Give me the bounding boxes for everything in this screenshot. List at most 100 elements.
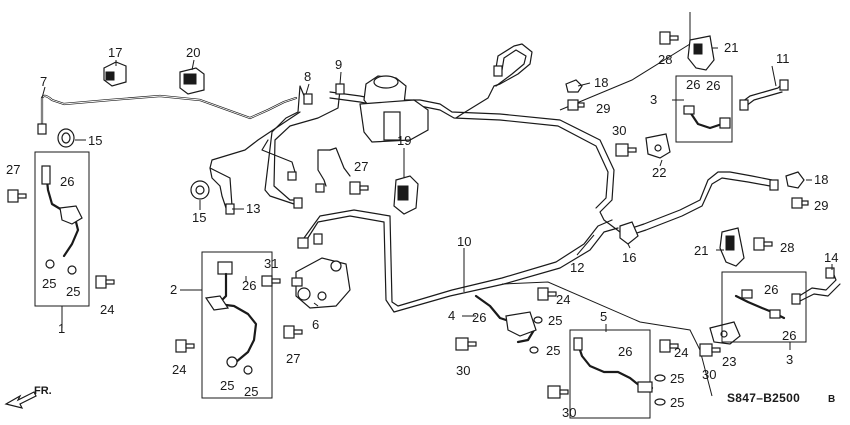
bracket-21-upper [687,35,715,71]
callout-26-c: 26 [472,310,486,325]
pipe-fittings [37,65,835,305]
bracket-23 [709,321,741,345]
callout-12: 12 [570,260,584,275]
bolt-30-b [455,337,477,351]
leader-lines [41,47,833,350]
callout-18-lower: 18 [814,172,828,187]
brake-pipe-upper [455,43,533,119]
callout-16: 16 [622,250,636,265]
callout-15-lower: 15 [192,210,206,225]
callout-6: 6 [312,317,319,332]
callout-19: 19 [397,133,411,148]
bolt-31 [261,275,281,287]
drawing-code-suffix: B [828,394,836,405]
callout-3-lower: 3 [786,352,793,367]
bolt-27-mid [283,325,303,339]
callout-14: 14 [824,250,838,265]
brake-pipe-11 [741,81,785,103]
callout-31: 31 [264,256,278,271]
brake-pipe-8 [264,85,306,207]
front-direction-label: FR. [34,385,52,397]
front-arrow-icon [4,391,37,409]
drawing-code: S847–B2500 [727,391,800,405]
bolt-30-a [615,143,637,157]
callout-23: 23 [722,354,736,369]
front-direction-indicator: FR. [4,385,52,409]
bracket-22 [645,133,671,159]
brake-pipe-7 [40,94,298,134]
callout-25-d: 25 [244,384,258,399]
bolt-30-c [547,385,569,399]
bolt-29-lower [791,197,809,209]
callout-26-a: 26 [60,174,74,189]
callout-26-f: 26 [706,78,720,93]
callout-25-c: 25 [220,378,234,393]
callout-26-b: 26 [242,278,256,293]
callout-20: 20 [186,45,200,60]
callout-28-upper: 28 [658,52,672,67]
parts [7,31,835,419]
grommet-15-upper [57,128,75,148]
callout-25-e: 25 [548,313,562,328]
callout-26-e: 26 [686,77,700,92]
callout-27-c: 27 [286,351,300,366]
callout-5: 5 [600,309,607,324]
bolt-24-d [659,339,679,353]
brake-pipe-13 [209,167,227,209]
proportioning-valve [291,257,351,309]
callout-11: 11 [776,51,790,66]
callout-13: 13 [246,201,260,216]
callout-7: 7 [40,74,47,89]
callout-26-h: 26 [782,328,796,343]
grommet-15-lower [190,180,210,200]
callout-9: 9 [335,57,342,72]
callout-24-b: 24 [172,362,186,377]
callout-24-d: 24 [674,345,688,360]
callout-26-g: 26 [764,282,778,297]
callout-15-upper: 15 [88,133,102,148]
clip-16 [619,221,639,245]
callout-21-lower: 21 [694,243,708,258]
callout-numbers: 1 2 3 3 4 5 6 7 8 9 10 11 12 13 14 15 15… [6,40,838,420]
clip-18-lower [785,171,805,189]
bracket-21-lower [719,227,745,267]
callout-17: 17 [108,45,122,60]
callout-2: 2 [170,282,177,297]
brake-hose-4 [474,294,543,354]
bolt-24-c [537,287,557,301]
callout-26-d: 26 [618,344,632,359]
callout-25-a: 25 [42,276,56,291]
bolt-27-upper [349,181,369,195]
callout-30-b: 30 [456,363,470,378]
callout-8: 8 [304,69,311,84]
brake-pipe-14 [795,269,837,299]
master-cylinder [359,75,429,143]
callout-27-a: 27 [6,162,20,177]
bolt-28-lower [753,237,773,251]
brake-pipe-bundle [209,111,301,207]
brake-pipe-10 [303,215,619,313]
callout-18-upper: 18 [594,75,608,90]
brake-pipe-9 [273,89,341,201]
brake-hose-1 [34,151,90,307]
callout-25-h: 25 [670,395,684,410]
callout-21-upper: 21 [724,40,738,55]
callout-29-upper: 29 [596,101,610,116]
bolt-24-left [95,275,115,289]
brake-hose-3-upper [675,75,733,143]
callout-25-g: 25 [670,371,684,386]
callout-25-f: 25 [546,343,560,358]
brake-hose-2 [201,251,273,399]
bolt-30-d [699,343,721,357]
clip-18-upper [565,79,583,93]
callout-28-lower: 28 [780,240,794,255]
bolt-24-b [175,339,195,353]
callout-29-lower: 29 [814,198,828,213]
callout-30-a: 30 [612,123,626,138]
callout-4: 4 [448,308,455,323]
brake-hose-5 [569,329,666,419]
callout-27-b: 27 [354,159,368,174]
bolt-28-upper [659,31,679,45]
callout-24-c: 24 [556,292,570,307]
